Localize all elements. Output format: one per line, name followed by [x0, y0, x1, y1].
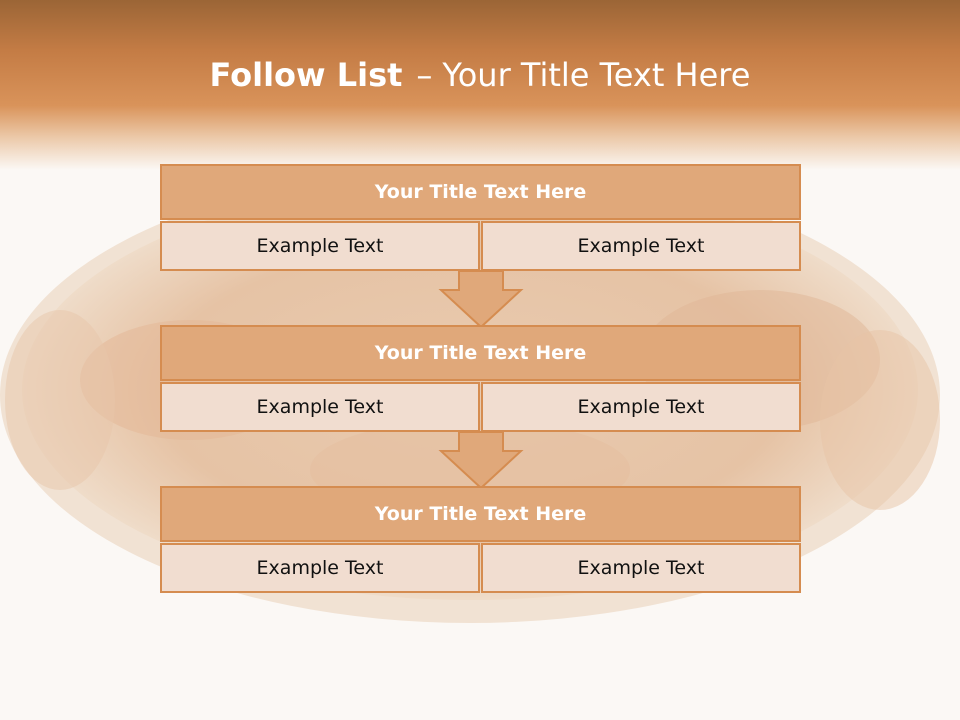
list-block-3: Your Title Text Here Example Text Exampl…: [160, 486, 801, 593]
header-band: [0, 0, 960, 170]
title-separator: –: [416, 56, 433, 94]
block-3-title: Your Title Text Here: [160, 486, 801, 542]
block-1-row: Example Text Example Text: [160, 221, 801, 271]
down-arrow-icon: [438, 431, 524, 490]
title-bold-text: Follow List: [209, 56, 403, 94]
title-rest-text: Your Title Text Here: [442, 56, 751, 94]
list-block-2: Your Title Text Here Example Text Exampl…: [160, 325, 801, 432]
down-arrow-icon: [438, 270, 524, 329]
block-1-cell-left: Example Text: [160, 221, 480, 271]
block-3-cell-right: Example Text: [481, 543, 801, 593]
block-2-cell-right: Example Text: [481, 382, 801, 432]
block-2-cell-left: Example Text: [160, 382, 480, 432]
slide-title: Follow List–Your Title Text Here: [0, 56, 960, 94]
list-block-1: Your Title Text Here Example Text Exampl…: [160, 164, 801, 271]
block-3-row: Example Text Example Text: [160, 543, 801, 593]
block-3-cell-left: Example Text: [160, 543, 480, 593]
block-2-row: Example Text Example Text: [160, 382, 801, 432]
block-1-title: Your Title Text Here: [160, 164, 801, 220]
block-1-cell-right: Example Text: [481, 221, 801, 271]
block-2-title: Your Title Text Here: [160, 325, 801, 381]
